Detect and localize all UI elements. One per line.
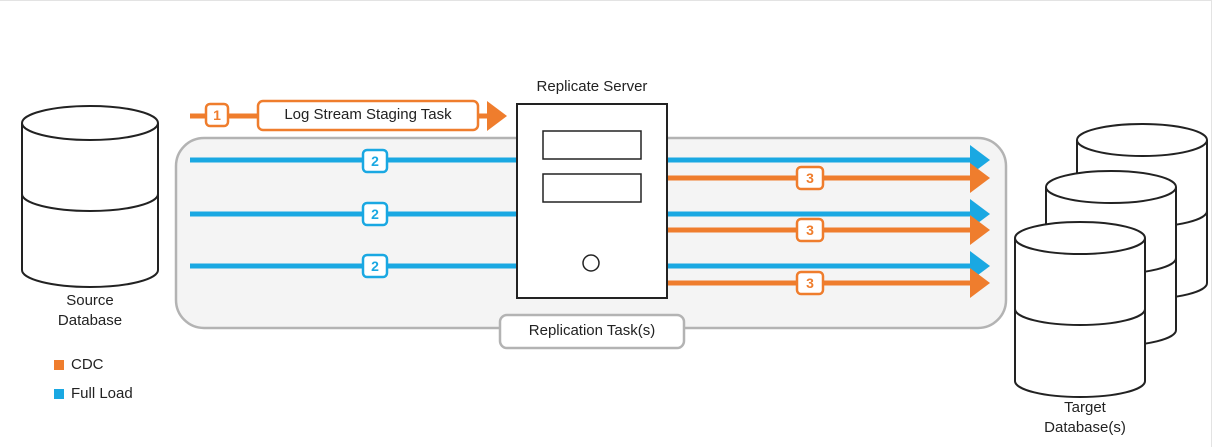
step-badge-2-label: 2 — [371, 258, 379, 274]
legend-label-cdc: CDC — [71, 356, 104, 373]
source-database-label: Source Database — [40, 291, 140, 331]
step-badge-2-label: 2 — [371, 153, 379, 169]
source-database-icon — [21, 105, 159, 288]
target-label-line2: Database(s) — [1044, 419, 1126, 436]
replication-task-pill — [498, 313, 686, 350]
log-stream-pill — [256, 99, 480, 132]
legend-swatch-cdc — [54, 360, 64, 370]
step-badge-2 — [361, 253, 389, 279]
step-badge-3-label: 3 — [806, 222, 814, 238]
log-stream-label: Log Stream Staging Task — [284, 106, 452, 123]
server-drive-bay — [542, 130, 642, 160]
legend-swatch-full-load — [54, 389, 64, 399]
step-badge-2 — [361, 201, 389, 227]
source-label-line2: Database — [57, 312, 123, 329]
target-label-line1: Target — [1064, 399, 1106, 416]
step-badge-1 — [204, 102, 230, 128]
step-badge-1-label: 1 — [213, 107, 221, 123]
step-badge-2-label: 2 — [371, 206, 379, 222]
replication-task-label: Replication Task(s) — [528, 322, 656, 339]
step-badge-3 — [795, 165, 825, 191]
server-power-button-icon — [582, 254, 600, 272]
step-badge-3 — [795, 270, 825, 296]
replicate-server-title: Replicate Server — [536, 78, 648, 95]
target-database-icon — [1014, 221, 1146, 398]
target-database-label: Target Database(s) — [1030, 398, 1140, 438]
step-badge-3-label: 3 — [806, 275, 814, 291]
source-label-line1: Source — [66, 292, 114, 309]
legend-label-full-load: Full Load — [71, 385, 133, 402]
server-drive-bay — [542, 173, 642, 203]
step-badge-3-label: 3 — [806, 170, 814, 186]
step-badge-2 — [361, 148, 389, 174]
step-badge-3 — [795, 217, 825, 243]
